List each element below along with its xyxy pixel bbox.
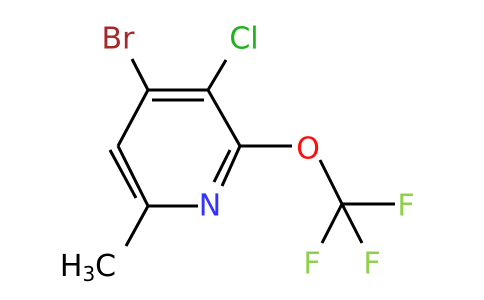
bond-c3-c2 [206,89,242,147]
nitrogen-label: N [199,189,221,224]
bond-c2-n-double [212,149,232,183]
bond-c6-c5-double [108,149,138,199]
bond-c3-cl [206,59,228,91]
bond-c2-n [220,145,242,187]
methyl-label: H3C [60,249,116,287]
methyl-carbon-label: C [95,249,116,284]
chlorine-label: Cl [229,22,258,57]
methyl-subscript-label: 3 [82,262,95,286]
bond-o-cf3 [318,159,344,205]
fluorine-label-bottom-right: F [363,247,380,282]
fluorine-label-bottom-left: F [303,247,320,282]
bond-c-f3 [340,203,364,244]
fluorine-label-right: F [397,189,414,224]
bond-c5-c4 [116,89,150,147]
bond-c4-br [130,58,150,91]
bond-c6-methyl [124,205,150,247]
bond-c6-c5 [116,145,150,207]
oxygen-label: O [296,132,320,167]
bond-c-f2 [320,203,344,244]
bromine-label: Br [102,22,136,57]
methyl-hydrogen-label: H [60,249,83,284]
